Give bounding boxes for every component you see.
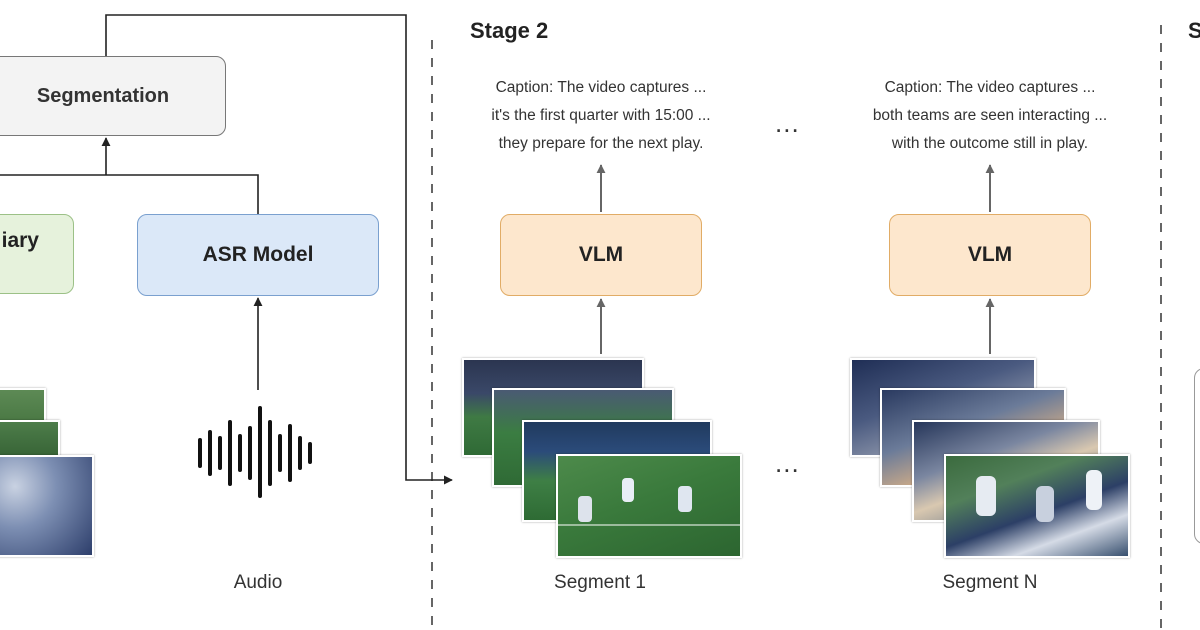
stage-3-title: S [1188, 18, 1200, 43]
caption-line: with the outcome still in play. [891, 135, 1089, 152]
caption-segment-n: Caption: The video captures ... both tea… [840, 74, 1140, 158]
segment-ellipsis: ... [775, 448, 800, 478]
auxiliary-merge-line [0, 174, 259, 214]
stage1-video-frame-front [0, 455, 94, 557]
caption-line: both teams are seen interacting ... [872, 107, 1108, 124]
asr-model-box: ASR Model [137, 214, 379, 296]
vlm-label: VLM [967, 243, 1013, 266]
asr-model-label: ASR Model [202, 243, 314, 266]
audio-label: Audio [233, 572, 283, 593]
caption-segment-1: Caption: The video captures ... it's the… [451, 74, 751, 158]
audio-waveform-icon [198, 406, 312, 498]
caption-line: Caption: The video captures ... [884, 79, 1096, 96]
caption-ellipsis: ... [775, 108, 800, 138]
segment-1-label: Segment 1 [554, 572, 646, 593]
caption-line: they prepare for the next play. [498, 135, 704, 152]
segmentN-frame-4 [944, 454, 1130, 558]
segmentation-box: Segmentation [0, 56, 226, 136]
stage3-partial-box [1194, 368, 1200, 544]
segment-n-label: Segment N [942, 572, 1038, 593]
segmentation-to-stage2-arrow [105, 14, 453, 485]
segmentation-label: Segmentation [36, 84, 170, 107]
segment1-frame-4 [556, 454, 742, 558]
vlm-label: VLM [578, 243, 624, 266]
auxiliary-model-box: iary [0, 214, 74, 294]
caption-line: Caption: The video captures ... [495, 79, 707, 96]
vlm-box-segment-n: VLM [889, 214, 1091, 296]
stage-2-title: Stage 2 [470, 18, 549, 43]
caption-line: it's the first quarter with 15:00 ... [491, 107, 711, 124]
auxiliary-model-label: iary [1, 229, 39, 252]
vlm-box-segment-1: VLM [500, 214, 702, 296]
